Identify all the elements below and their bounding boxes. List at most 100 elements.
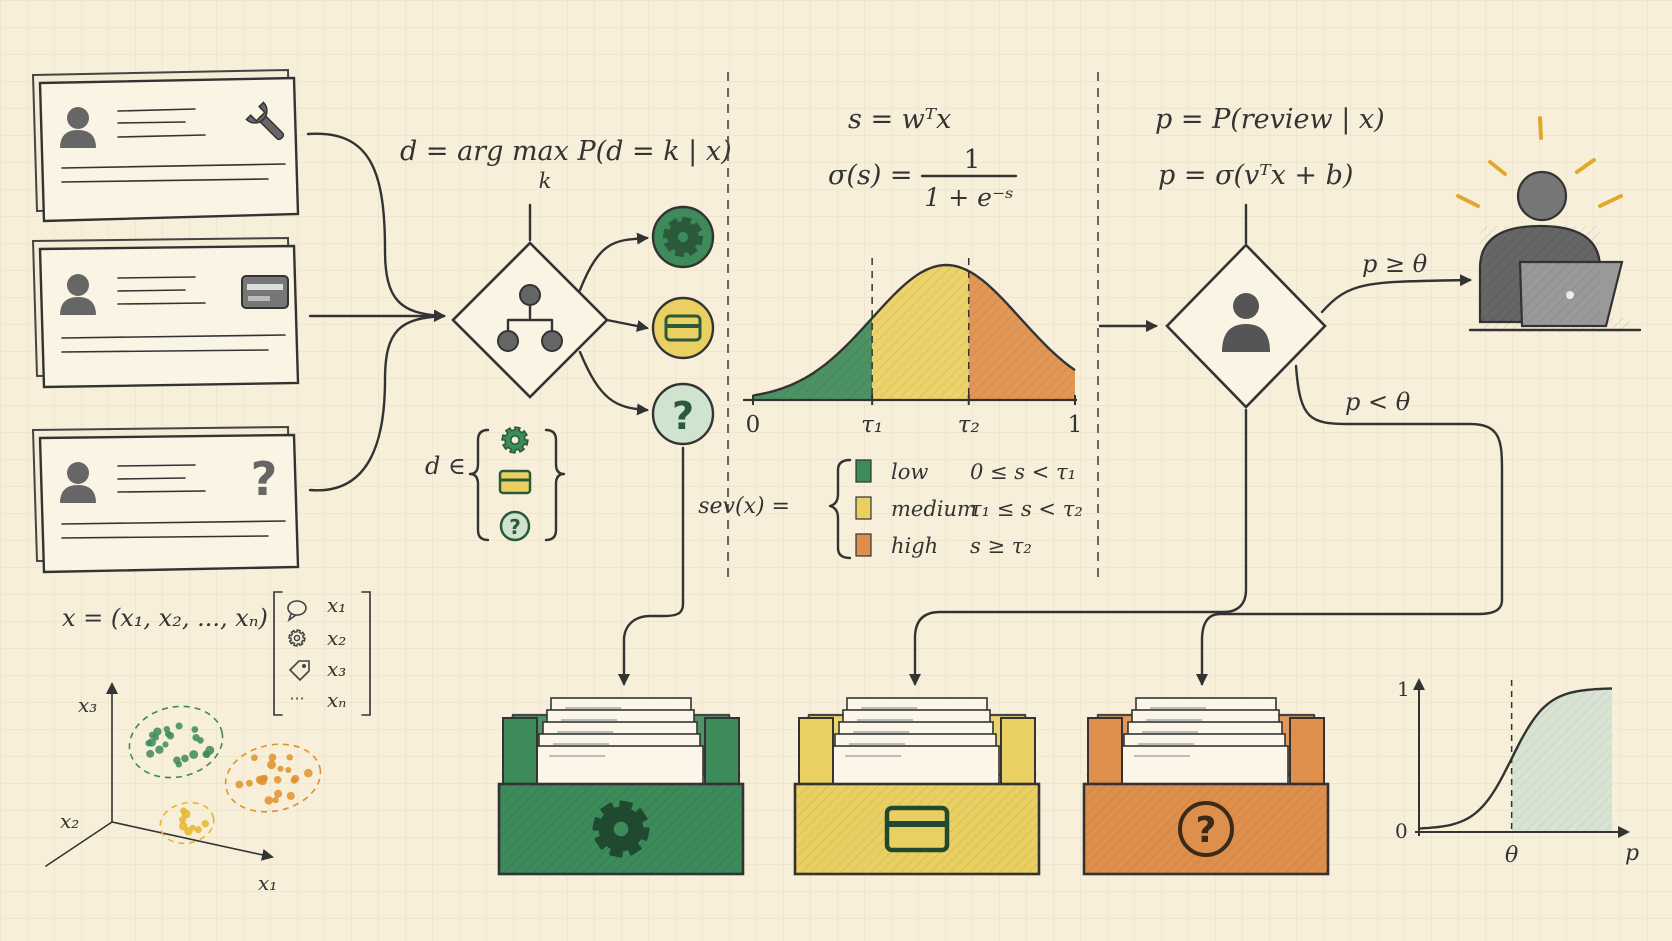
cluster-point: [259, 774, 268, 783]
right-brace: [544, 428, 566, 542]
severity-swatch-medium: [855, 496, 872, 520]
severity-tick-3: 1: [1068, 412, 1083, 438]
user-avatar-icon: [67, 274, 89, 296]
severity-level-low: low: [891, 460, 928, 484]
credit-card-icon: [241, 275, 289, 309]
cluster-point: [192, 734, 200, 742]
severity-function-label: sev(x) =: [698, 494, 790, 519]
feature-vector-formula: x = (x₁, x₂, ..., xₙ): [62, 604, 268, 632]
sigmoid-denominator: 1 + e⁻ˢ: [924, 183, 1013, 212]
cluster-point: [201, 820, 209, 828]
question-mark-icon: ?: [251, 452, 278, 506]
feature-x3-label: x₃: [327, 657, 346, 681]
question-mark-icon: ?: [1178, 801, 1234, 857]
attention-rays: [1456, 116, 1623, 208]
feature-panel: x = (x₁, x₂, ..., xₙ) ··· x₁ x₂ x₃ xₙ x₃…: [45, 591, 371, 895]
gear-icon: [501, 426, 529, 454]
speech-bubble-icon: [287, 600, 307, 623]
cluster-point: [189, 824, 196, 831]
cluster-point: [152, 734, 160, 741]
gear-hole: [611, 819, 631, 839]
cluster-outline-3: [159, 801, 215, 845]
cluster-point: [175, 761, 183, 768]
cluster-point: [273, 775, 282, 784]
feature-bracket-right: [361, 591, 371, 716]
severity-swatch-high: [855, 533, 872, 557]
gear-hole: [510, 435, 520, 445]
cluster-point: [272, 796, 279, 804]
sigmoid-formula-left: σ(s) =: [828, 160, 913, 191]
queue-boxes: ?: [497, 697, 1330, 876]
cluster-point: [285, 766, 292, 774]
gear-teeth: [288, 629, 306, 647]
queue-arrows: [618, 408, 1248, 686]
wrench-icon: [245, 101, 285, 141]
gear-hole: [675, 229, 691, 245]
ticket-card-2: [31, 236, 300, 389]
cluster-point: [291, 774, 300, 783]
cluster-point: [304, 768, 313, 778]
cluster-point: [286, 754, 293, 761]
hierarchy-icon: [497, 284, 563, 352]
severity-score-formula: s = wᵀx: [848, 104, 951, 135]
review-sigmoid-curve: [1418, 687, 1613, 830]
severity-tick-2: τ₂: [958, 412, 980, 438]
question-mark-icon: ?: [672, 394, 694, 438]
review-yes-arrow: [1320, 274, 1472, 314]
ticket-card-1: [31, 68, 300, 223]
gear-icon: [288, 629, 306, 647]
cluster-point: [153, 727, 162, 736]
department-general: ?: [651, 382, 715, 446]
svg-text:?: ?: [1196, 810, 1217, 851]
severity-condition-high: s ≥ τ₂: [970, 534, 1032, 558]
cluster-point: [235, 780, 244, 789]
severity-brace: [828, 458, 852, 560]
cluster-point: [277, 765, 284, 772]
routing-formula-subscript: k: [539, 169, 552, 193]
cluster-point: [146, 749, 155, 758]
cluster-point: [178, 821, 188, 831]
review-y-top-label: 1: [1397, 677, 1410, 701]
department-gear: [651, 205, 715, 269]
credit-card-icon: [498, 469, 532, 495]
cluster-outline-1: [128, 705, 224, 779]
tag-icon: [288, 660, 310, 682]
severity-tick-0: 0: [746, 412, 761, 438]
cluster-point: [155, 745, 164, 754]
cluster-point: [191, 726, 199, 733]
cluster-point: [189, 750, 199, 759]
feature-space-axes: x₃ x₂ x₁: [45, 682, 277, 895]
review-probability-formula: p = P(review | x): [1155, 104, 1385, 135]
review-x-label: p: [1625, 841, 1639, 866]
cluster-point: [246, 779, 253, 787]
queue-box-left-wall: [1087, 717, 1123, 791]
cluster-point: [203, 751, 211, 758]
cluster-point: [268, 753, 277, 762]
left-brace: [468, 428, 490, 542]
feature-clusters: [128, 705, 322, 845]
cluster-outline-2: [224, 743, 322, 813]
svg-text:?: ?: [509, 515, 521, 539]
user-avatar-icon: [67, 462, 89, 484]
department-billing: [651, 296, 715, 360]
cluster-point: [267, 760, 276, 770]
gear-icon: [662, 216, 704, 258]
cluster-point: [164, 730, 172, 738]
cluster-point: [162, 741, 169, 748]
human-reviewer: [1456, 116, 1642, 332]
gear-icon: [592, 800, 650, 858]
feature-bracket-left: [273, 591, 283, 716]
routing-formula: d = arg max P(d = k | x): [400, 136, 732, 167]
axis-x3-label: x₃: [78, 693, 97, 717]
cluster-point: [251, 754, 258, 762]
branch-no-label: p < θ: [1345, 388, 1411, 416]
ticket-stack: ?: [31, 68, 300, 574]
cluster-point: [175, 722, 183, 730]
gear-hole: [293, 634, 301, 642]
ellipsis-icon: ···: [289, 689, 304, 708]
question-mark-icon: ?: [499, 510, 531, 542]
severity-level-medium: medium: [891, 497, 977, 521]
